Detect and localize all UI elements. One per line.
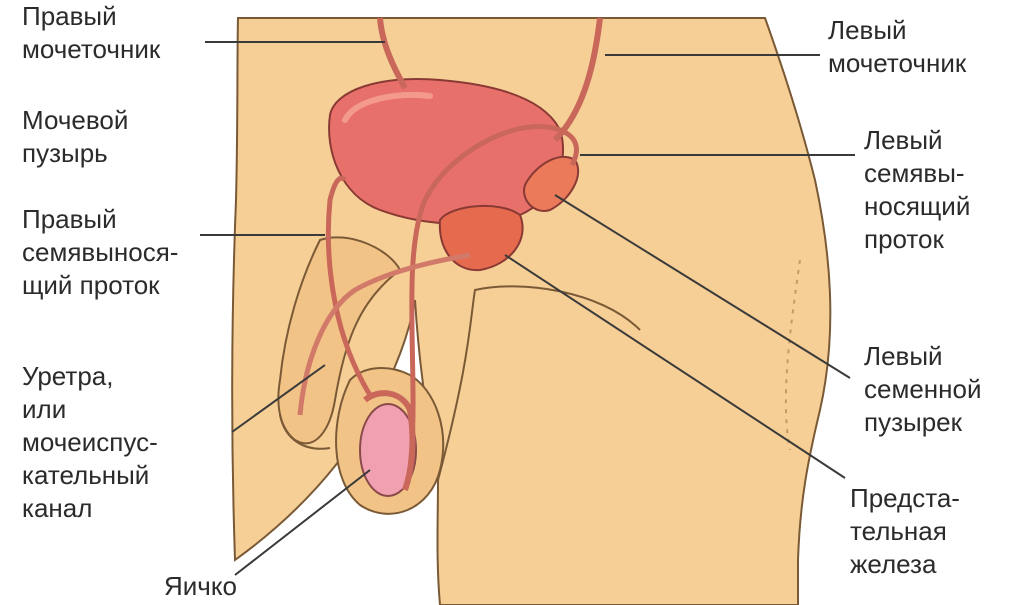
label-right-vas-line-2: семявынося- xyxy=(22,236,178,269)
label-left-vas-line-4: проток xyxy=(864,223,970,256)
label-right-vas-deferens: Правый семявынося- щий проток xyxy=(22,203,178,302)
label-urethra: Уретра, или мочеиспус- кательный канал xyxy=(22,360,158,525)
label-testis: Яичко xyxy=(164,570,237,603)
label-seminal-vesicle-line-1: Левый xyxy=(864,340,982,373)
label-bladder-line-2: пузырь xyxy=(22,137,128,170)
label-bladder: Мочевой пузырь xyxy=(22,104,128,170)
label-urethra-line-4: кательный xyxy=(22,459,158,492)
label-urethra-line-2: или xyxy=(22,393,158,426)
label-seminal-vesicle-line-2: семенной xyxy=(864,373,982,406)
label-left-vas-deferens: Левый семявы- носящий проток xyxy=(864,124,970,256)
label-right-vas-line-1: Правый xyxy=(22,203,178,236)
label-urethra-line-1: Уретра, xyxy=(22,360,158,393)
label-left-ureter-line-1: Левый xyxy=(828,14,966,47)
label-prostate: Предста- тельная железа xyxy=(850,482,960,581)
label-left-vas-line-1: Левый xyxy=(864,124,970,157)
label-prostate-line-1: Предста- xyxy=(850,482,960,515)
label-left-ureter-line-2: мочеточник xyxy=(828,47,966,80)
label-testis-line-1: Яичко xyxy=(164,570,237,603)
label-left-ureter: Левый мочеточник xyxy=(828,14,966,80)
label-right-vas-line-3: щий проток xyxy=(22,269,178,302)
label-left-vas-line-2: семявы- xyxy=(864,157,970,190)
label-right-ureter: Правый мочеточник xyxy=(22,0,160,66)
label-seminal-vesicle-line-3: пузырек xyxy=(864,406,982,439)
label-prostate-line-3: железа xyxy=(850,548,960,581)
label-urethra-line-5: канал xyxy=(22,492,158,525)
label-left-seminal-vesicle: Левый семенной пузырек xyxy=(864,340,982,439)
label-prostate-line-2: тельная xyxy=(850,515,960,548)
label-urethra-line-3: мочеиспус- xyxy=(22,426,158,459)
label-bladder-line-1: Мочевой xyxy=(22,104,128,137)
label-right-ureter-line-2: мочеточник xyxy=(22,33,160,66)
label-right-ureter-line-1: Правый xyxy=(22,0,160,33)
label-left-vas-line-3: носящий xyxy=(864,190,970,223)
